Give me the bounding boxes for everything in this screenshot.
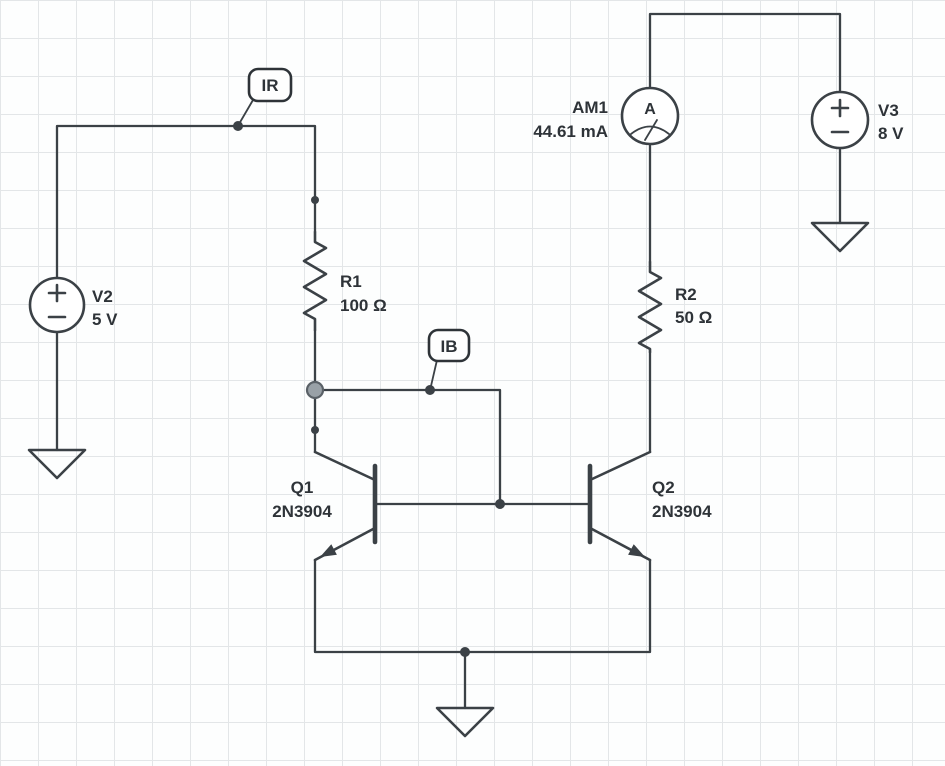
- collector-lead: [313, 450, 377, 482]
- ground-triangle: [810, 221, 870, 253]
- component-designator: Q2: [652, 478, 675, 497]
- transistor-q1[interactable]: Q1 2N3904: [272, 450, 378, 562]
- transistor-q2[interactable]: Q2 2N3904: [587, 450, 712, 562]
- wire-emitter-rail[interactable]: [313, 558, 652, 654]
- resistor-zigzag: [637, 260, 663, 354]
- probe-label: IR: [262, 76, 279, 95]
- callout-leader: [238, 99, 254, 125]
- wire-am1-to-v3[interactable]: [648, 12, 842, 94]
- wires: [55, 12, 842, 710]
- plus-sign: [47, 283, 67, 303]
- voltage-source-v2[interactable]: V2 5 V: [28, 276, 118, 334]
- probe-label: IB: [441, 337, 458, 356]
- probe-ib[interactable]: IB: [427, 328, 471, 387]
- component-value: 2N3904: [652, 502, 712, 521]
- wire-node-to-base-rail[interactable]: [313, 388, 502, 506]
- component-designator: V2: [92, 287, 113, 306]
- meter-needle: [644, 119, 658, 141]
- ground-v2[interactable]: [27, 448, 87, 480]
- junction-dot: [233, 121, 243, 131]
- wire-v2-to-r1[interactable]: [55, 124, 317, 280]
- callout-box: [247, 67, 293, 103]
- probe-ir[interactable]: IR: [238, 67, 293, 125]
- source-circle: [810, 90, 870, 150]
- component-designator: AM1: [572, 98, 608, 117]
- resistor-zigzag: [302, 230, 328, 332]
- ground-emitters[interactable]: [435, 706, 495, 738]
- component-value: 5 V: [92, 310, 118, 329]
- emitter-arrow: [628, 544, 645, 557]
- ground-v3[interactable]: [810, 221, 870, 253]
- ammeter-am1[interactable]: A AM1 44.61 mA: [533, 86, 680, 146]
- component-designator: R1: [340, 272, 362, 291]
- ground-triangle: [27, 448, 87, 480]
- component-designator: V3: [878, 101, 899, 120]
- component-value: 100 Ω: [340, 296, 387, 315]
- emitter-arrow: [320, 544, 337, 557]
- junction-dot: [311, 426, 319, 434]
- component-value: 44.61 mA: [533, 122, 608, 141]
- highlighted-node[interactable]: [305, 380, 325, 400]
- component-designator: R2: [675, 285, 697, 304]
- resistor-r1[interactable]: R1 100 Ω: [302, 230, 387, 332]
- resistor-r2[interactable]: R2 50 Ω: [637, 260, 712, 354]
- component-value: 50 Ω: [675, 308, 712, 327]
- component-value: 8 V: [878, 124, 904, 143]
- junction-dot: [311, 196, 319, 204]
- collector-lead: [588, 450, 652, 482]
- component-designator: Q1: [291, 478, 314, 497]
- junction-dot: [460, 647, 470, 657]
- source-circle: [28, 276, 86, 334]
- meter-scale-arc: [630, 125, 670, 135]
- callout-leader: [430, 359, 438, 387]
- meter-letter: A: [644, 101, 656, 118]
- junction-dot: [425, 385, 435, 395]
- plus-sign: [830, 98, 850, 118]
- junction-dot: [495, 499, 505, 509]
- junction-dots: [233, 121, 505, 657]
- callout-box: [427, 328, 471, 363]
- component-value: 2N3904: [272, 502, 332, 521]
- voltage-source-v3[interactable]: V3 8 V: [810, 90, 904, 150]
- ground-triangle: [435, 706, 495, 738]
